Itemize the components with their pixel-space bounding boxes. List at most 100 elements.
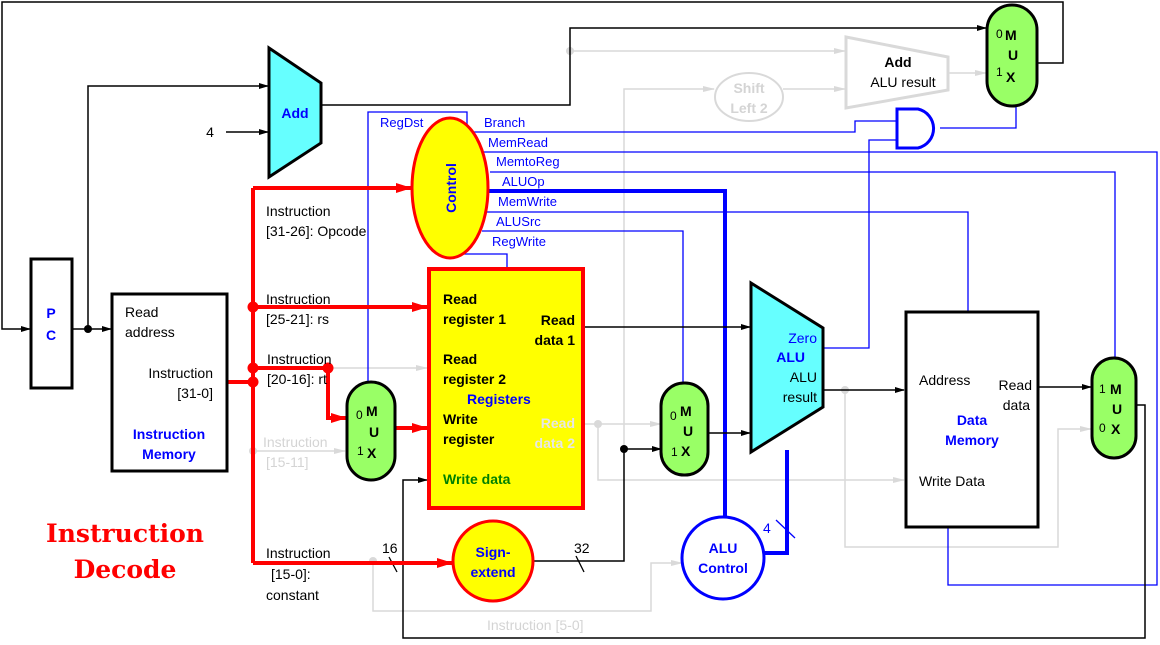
signal-regwrite: RegWrite	[492, 234, 546, 249]
stage-title-line: Instruction	[46, 519, 204, 548]
branch-adder-result-label: ALU result	[870, 74, 935, 90]
mux-label: U	[683, 423, 693, 439]
wire-rt	[253, 366, 347, 423]
shift-left-label: Left 2	[730, 100, 768, 116]
mux-input-label: 1	[357, 444, 364, 458]
sign-extend-label: Sign-	[476, 544, 511, 560]
instruction-memory: Read address Instruction [31-0] Instruct…	[110, 292, 229, 473]
signal-branch: Branch	[484, 115, 525, 130]
write-register-label: Write	[443, 411, 478, 427]
bus-width-32: 32	[574, 540, 590, 556]
bus-width-slash	[775, 519, 796, 539]
field-rt-label: [20-16]: rt	[267, 371, 327, 387]
pcsrc-mux: 0 M U 1 X	[985, 3, 1039, 108]
junction-dot	[247, 376, 259, 388]
mux-label: M	[366, 403, 378, 419]
write-data-label: Write Data	[919, 473, 985, 489]
junction-dot	[322, 362, 334, 374]
alu-zero-label: Zero	[788, 330, 817, 346]
wire-regdst	[367, 111, 468, 383]
wire-writeback	[402, 404, 1146, 639]
junction-dot	[247, 362, 259, 374]
program-counter: P C	[29, 257, 74, 390]
mux-input-label: 1	[1099, 382, 1106, 396]
wire-regwrite	[464, 253, 508, 268]
control-unit: Control RegDst Branch MemRead MemtoReg A…	[380, 115, 560, 260]
mux-label: X	[681, 443, 691, 459]
read-address-label: address	[125, 324, 175, 340]
branch-adder: Add ALU result	[844, 35, 950, 110]
junction-dot	[620, 445, 628, 453]
wire-and-to-mux	[940, 106, 1017, 129]
pc-label: P	[46, 305, 55, 321]
wire-funct-to-alucontrol	[372, 560, 683, 612]
signal-aluop: ALUOp	[502, 174, 545, 189]
read-data-label: Read	[999, 377, 1032, 393]
read-register-1-label: register 1	[443, 311, 506, 327]
field-opcode-label: [31-26]: Opcode	[266, 223, 367, 239]
alu-control-label: ALU	[709, 540, 738, 556]
write-data-label: Write data	[443, 471, 511, 487]
read-register-2-label: Read	[443, 351, 477, 367]
field-opcode-label: Instruction	[266, 203, 331, 219]
stage-title-line: Decode	[74, 555, 177, 584]
alu-control: ALU Control 4	[680, 515, 771, 601]
wire-alucontrol-to-alu	[764, 450, 789, 555]
field-rs-label: Instruction	[266, 291, 331, 307]
read-register-1-label: Read	[443, 291, 477, 307]
wire-pc-to-adder	[87, 83, 269, 329]
read-data-1-label: Read	[541, 312, 575, 328]
sign-extend: Sign- extend 16 32	[382, 519, 590, 603]
alu-control-label: Control	[698, 560, 748, 576]
field-constant-label: constant	[266, 587, 319, 603]
field-rd-label: [15-11]	[266, 454, 309, 470]
junction-dot	[247, 301, 259, 313]
inactive-wires	[249, 47, 1092, 612]
pc-adder: Add 4	[206, 45, 323, 180]
address-label: Address	[919, 372, 970, 388]
read-data-label: data	[1003, 397, 1030, 413]
mux-label: M	[1110, 381, 1122, 397]
data-memory-name: Memory	[945, 432, 999, 448]
mux-label: M	[680, 403, 692, 419]
wire-signext-to-shift	[623, 86, 715, 449]
shift-left-label: Shift	[733, 80, 764, 96]
alu-result-label: ALU	[790, 369, 817, 385]
signal-memread: MemRead	[488, 135, 548, 150]
read-data-2-label: data 2	[535, 435, 576, 451]
alu: Zero ALU ALU result	[749, 280, 825, 455]
mux-label: X	[1006, 69, 1016, 85]
mux-input-label: 1	[996, 65, 1003, 79]
control-label: Control	[443, 163, 459, 213]
data-memory-name: Data	[957, 412, 988, 428]
shift-left-2: Shift Left 2	[714, 72, 784, 122]
adder-label: Add	[281, 105, 308, 121]
wire-memread	[484, 151, 1158, 586]
mux-input-label: 0	[1099, 421, 1106, 435]
mux-input-label: 0	[996, 27, 1003, 41]
wire-zero	[823, 139, 898, 349]
mux-label: U	[369, 424, 379, 440]
data-memory: Address Read data Data Memory Write Data	[904, 310, 1040, 529]
instruction-memory-name: Instruction	[133, 426, 205, 442]
wire-alusrc	[482, 230, 684, 384]
wire-memtoreg	[490, 171, 1116, 358]
regdst-mux: 0 M U 1 X	[345, 380, 397, 482]
alusrc-mux: 0 M U 1 X	[659, 381, 710, 477]
signal-alusrc: ALUSrc	[496, 214, 541, 229]
mux-input-label: 1	[671, 445, 678, 459]
signal-regdst: RegDst	[380, 115, 424, 130]
instruction-field-labels: Instruction [31-26]: Opcode Instruction …	[263, 203, 584, 633]
instruction-output-label: Instruction	[148, 365, 213, 381]
mux-label: X	[1111, 421, 1121, 437]
read-data-2-label: Read	[541, 415, 575, 431]
mux-label: U	[1112, 401, 1122, 417]
register-file: Read register 1 Read data 1 Read registe…	[427, 267, 585, 510]
stage-title: Instruction Decode	[46, 519, 204, 584]
read-register-2-label: register 2	[443, 371, 506, 387]
alu-result-label: result	[783, 389, 817, 405]
instruction-memory-name: Memory	[142, 446, 196, 462]
branch-adder-label: Add	[884, 54, 911, 70]
field-rd-label: Instruction	[263, 434, 328, 450]
and-gate	[895, 107, 935, 150]
